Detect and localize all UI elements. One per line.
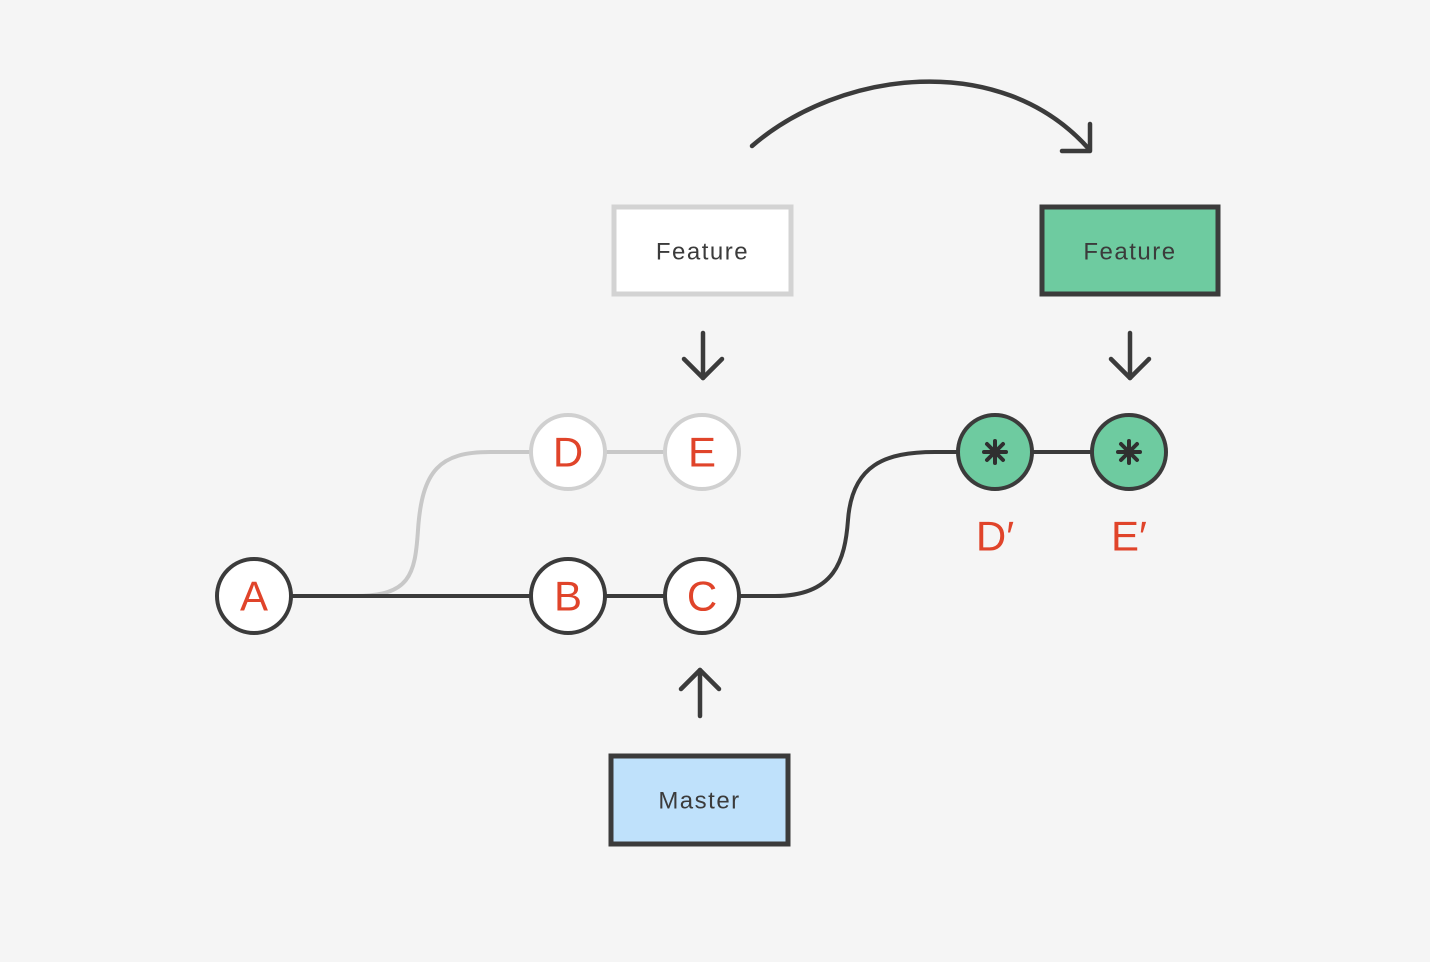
commit-a: A xyxy=(215,557,293,635)
commit-b-label: B xyxy=(554,573,582,620)
arrow-up-icon xyxy=(678,667,722,719)
asterisk-icon xyxy=(982,439,1008,465)
commit-d-prime-label: D′ xyxy=(976,513,1014,560)
commit-e-label: E xyxy=(688,429,716,476)
arrow-down-icon xyxy=(681,330,725,381)
commit-c: C xyxy=(663,557,741,635)
commit-a-label: A xyxy=(240,573,268,620)
curved-arrow-icon xyxy=(749,79,1093,154)
commit-d-label: D xyxy=(553,429,583,476)
commit-b: B xyxy=(529,557,607,635)
commit-e-faded: E xyxy=(663,413,741,491)
feature-branch-old: Feature xyxy=(611,204,794,297)
commit-c-label: C xyxy=(687,573,717,620)
master-branch: Master xyxy=(608,753,791,847)
commit-e-prime-label: E′ xyxy=(1111,513,1147,560)
feature-branch-new: Feature xyxy=(1039,204,1221,297)
commit-e-prime xyxy=(1090,413,1168,491)
commit-d-prime xyxy=(956,413,1034,491)
faded-branch-edge xyxy=(354,450,530,598)
edge-c-dprime xyxy=(740,450,958,598)
master-branch-label: Master xyxy=(658,788,740,815)
commit-d-faded: D xyxy=(529,413,607,491)
asterisk-icon xyxy=(1116,439,1142,465)
feature-branch-old-label: Feature xyxy=(656,239,749,266)
feature-branch-new-label: Feature xyxy=(1083,239,1176,266)
arrow-down-icon xyxy=(1108,330,1152,381)
